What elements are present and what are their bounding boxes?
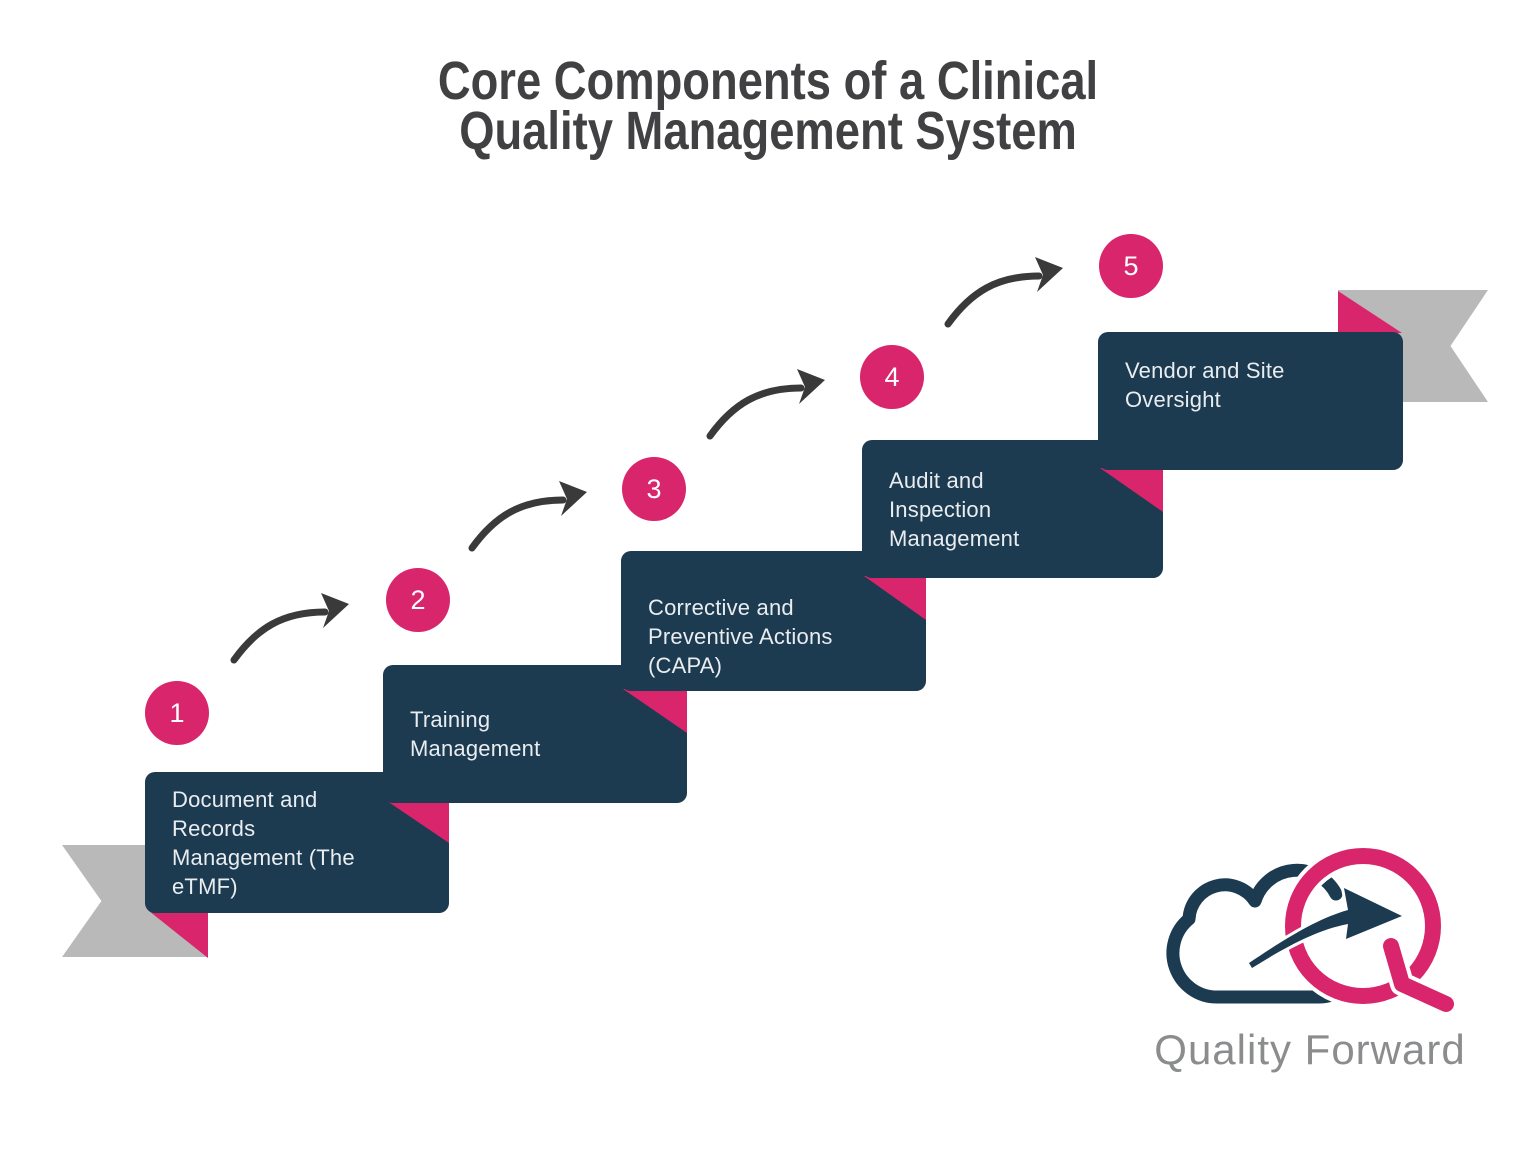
q-tail-icon — [1383, 938, 1454, 1012]
page-title: Core Components of a Clinical Quality Ma… — [437, 51, 1099, 161]
step-3-label: Corrective and Preventive Actions (CAPA) — [648, 594, 833, 678]
curved-arrow-icon — [939, 252, 1069, 330]
step-2-number: 2 — [410, 584, 426, 615]
quality-forward-logo — [1166, 844, 1458, 1016]
step-2-number-badge: 2 — [386, 568, 450, 632]
step-5-number-badge: 5 — [1099, 234, 1163, 298]
step-5-number: 5 — [1123, 250, 1139, 281]
q-ring-icon — [1285, 848, 1441, 1004]
step-1-label: Document and Records Management (The eTM… — [172, 786, 355, 899]
step-4-box: Audit and Inspection Management — [862, 440, 1163, 578]
step-4-number: 4 — [884, 361, 900, 392]
step-4-label: Audit and Inspection Management — [889, 467, 1020, 551]
step-5-box: Vendor and Site Oversight — [1098, 332, 1403, 470]
step-5-label: Vendor and Site Oversight — [1125, 358, 1285, 412]
step-2-label: Training Management — [410, 707, 541, 761]
step-1-number: 1 — [169, 697, 185, 728]
curved-arrow-icon — [701, 364, 831, 442]
step-3-number-badge: 3 — [622, 457, 686, 521]
step-3-number: 3 — [646, 473, 662, 504]
cloud-icon — [1166, 863, 1348, 1004]
curved-arrow-icon — [463, 476, 593, 554]
brand-name: Quality Forward — [1154, 1026, 1466, 1073]
step-2-box: Training Management — [383, 665, 687, 803]
step-4-number-badge: 4 — [860, 345, 924, 409]
step-1-number-badge: 1 — [145, 681, 209, 745]
forward-arrow-icon — [1246, 885, 1405, 971]
curved-arrow-icon — [225, 588, 355, 666]
